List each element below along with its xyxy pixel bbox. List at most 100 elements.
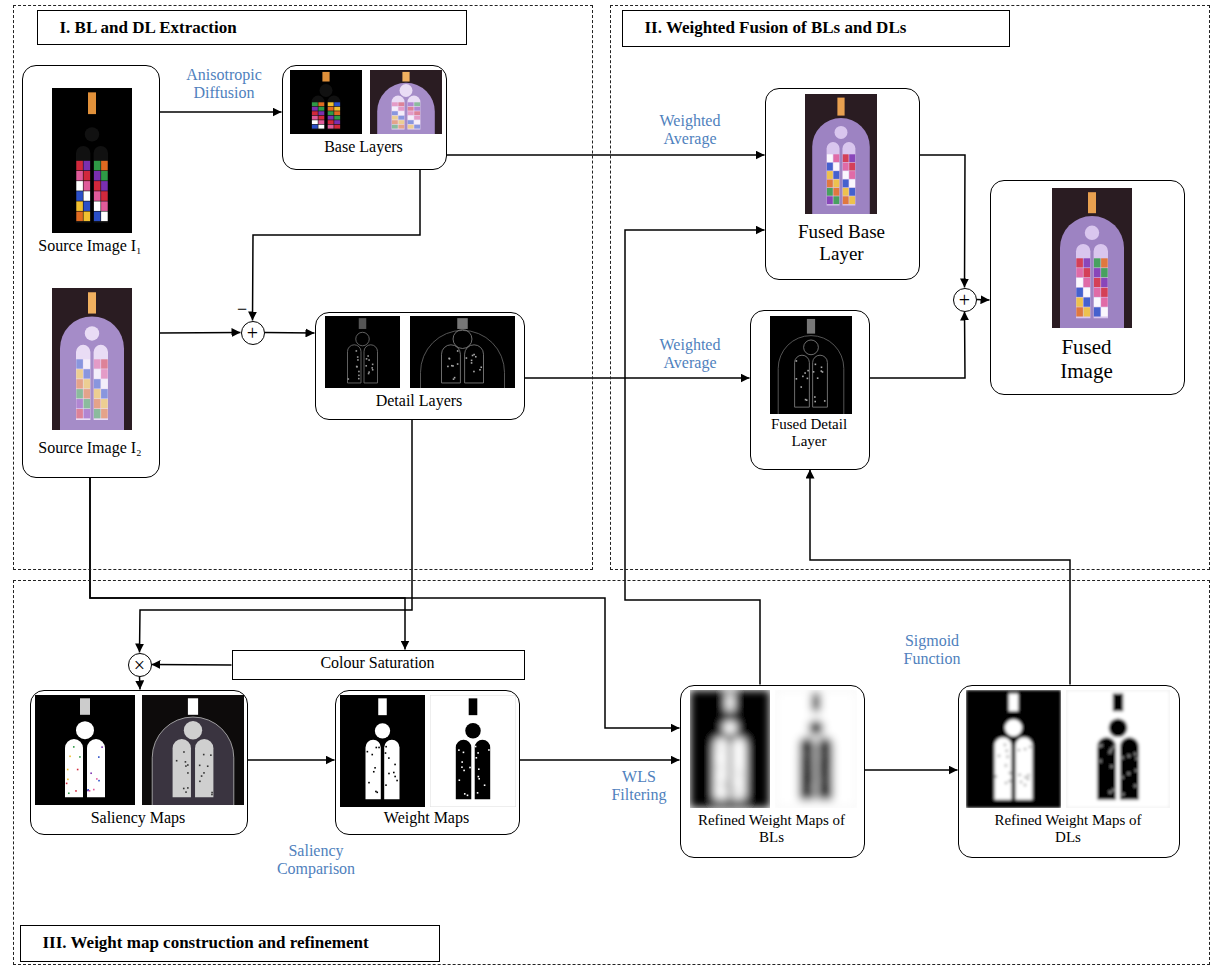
illustration-part (328, 102, 334, 106)
illustration-part (472, 355, 474, 357)
illustration-part (400, 84, 413, 97)
section-heading: I. BL and DL Extraction (37, 10, 467, 45)
illustration-part (811, 787, 813, 789)
illustration-part (1085, 226, 1099, 240)
window-thumbnail (325, 316, 400, 388)
illustration-part (84, 409, 91, 418)
illustration-part (201, 775, 203, 777)
illustration-part (806, 399, 808, 401)
illustration-part (183, 788, 185, 790)
illustration-part (76, 191, 83, 201)
illustration-part (101, 389, 108, 398)
illustration-part (743, 785, 745, 787)
illustration-part (210, 754, 212, 756)
illustration-part (76, 409, 83, 418)
illustration-part (368, 359, 370, 361)
illustration-part (375, 747, 377, 749)
illustration-part (1076, 244, 1090, 318)
illustration-part (1122, 777, 1124, 779)
illustration-part (453, 330, 472, 349)
illustration-part (1076, 268, 1083, 277)
fused-base-box: Fused Base Layer (765, 88, 920, 280)
illustration-part (327, 96, 340, 130)
illustration-part (457, 318, 468, 329)
illustration-part (84, 181, 91, 191)
illustration-part (372, 364, 374, 366)
edge-label: Saliency Comparison (266, 842, 366, 879)
connector-arrow (160, 332, 241, 334)
illustration-part (199, 765, 201, 767)
illustration-part (827, 188, 833, 196)
illustration-part (464, 793, 466, 795)
illustration-part (318, 116, 324, 120)
illustration-part (89, 790, 91, 792)
operation-box: Colour Saturation (232, 650, 525, 680)
illustration-part (76, 359, 83, 368)
illustration-part (726, 786, 728, 788)
illustration-part (1101, 745, 1103, 747)
illustration-part (807, 370, 809, 372)
edge-label: Weighted Average (640, 336, 740, 373)
illustration-part (84, 191, 91, 201)
illustration-part (187, 764, 189, 766)
box-label: Detail Layers (324, 392, 514, 410)
illustration-part (471, 360, 473, 362)
illustration-part (1094, 307, 1101, 316)
illustration-part (723, 782, 725, 784)
illustration-part (84, 389, 91, 398)
illustration-part (1098, 745, 1100, 747)
illustration-part (84, 161, 91, 171)
illustration-part (1109, 718, 1128, 737)
illustration-part (185, 761, 187, 763)
illustration-part (995, 776, 997, 778)
illustration-part (334, 102, 340, 106)
illustration-part (94, 212, 101, 222)
illustration-part (718, 765, 720, 767)
window-thumbnail (966, 690, 1061, 808)
illustration-part (1128, 773, 1130, 775)
illustration-part (843, 188, 849, 196)
window-thumbnail (370, 70, 442, 134)
illustration-part (76, 146, 90, 223)
box-label: Fused Detail Layer (759, 416, 859, 451)
illustration-part (1006, 750, 1008, 752)
illustration-part (479, 369, 481, 371)
window-thumbnail (35, 695, 135, 805)
illustration-part (812, 694, 820, 712)
illustration-part (334, 120, 340, 124)
illustration-part (398, 116, 404, 120)
illustration-part (1113, 746, 1115, 748)
illustration-part (366, 740, 381, 799)
illustration-part (94, 409, 101, 418)
fused-detail-box: Fused Detail Layer (750, 310, 870, 470)
illustration-part (84, 171, 91, 181)
illustration-part (402, 72, 409, 82)
illustration-part (1084, 258, 1091, 267)
illustration-part (396, 780, 398, 782)
illustration-part (357, 359, 359, 361)
illustration-part (84, 212, 91, 222)
illustration-part (828, 749, 830, 751)
illustration-part (1019, 774, 1021, 776)
illustration-part (849, 154, 855, 162)
illustration-part (814, 396, 816, 398)
connector-arrow (253, 170, 421, 321)
illustration-part (211, 794, 213, 796)
illustration-part (1076, 278, 1083, 287)
illustration-part (98, 756, 100, 758)
connector-arrow (447, 154, 765, 156)
illustration-part (804, 340, 819, 355)
illustration-part (843, 171, 849, 179)
illustration-part (408, 111, 414, 115)
illustration-part (1094, 244, 1108, 318)
illustration-part (1076, 288, 1083, 297)
illustration-part (1066, 690, 1170, 808)
connector-arrow (520, 759, 680, 761)
illustration-part (796, 378, 798, 380)
connector-arrow (810, 470, 1070, 685)
illustration-part (312, 102, 318, 106)
connector-arrow (248, 759, 335, 761)
illustration-part (1094, 258, 1101, 267)
illustration-part (826, 781, 828, 783)
region-panel: I. BL and DL ExtractionSource Image I₁So… (13, 5, 593, 570)
